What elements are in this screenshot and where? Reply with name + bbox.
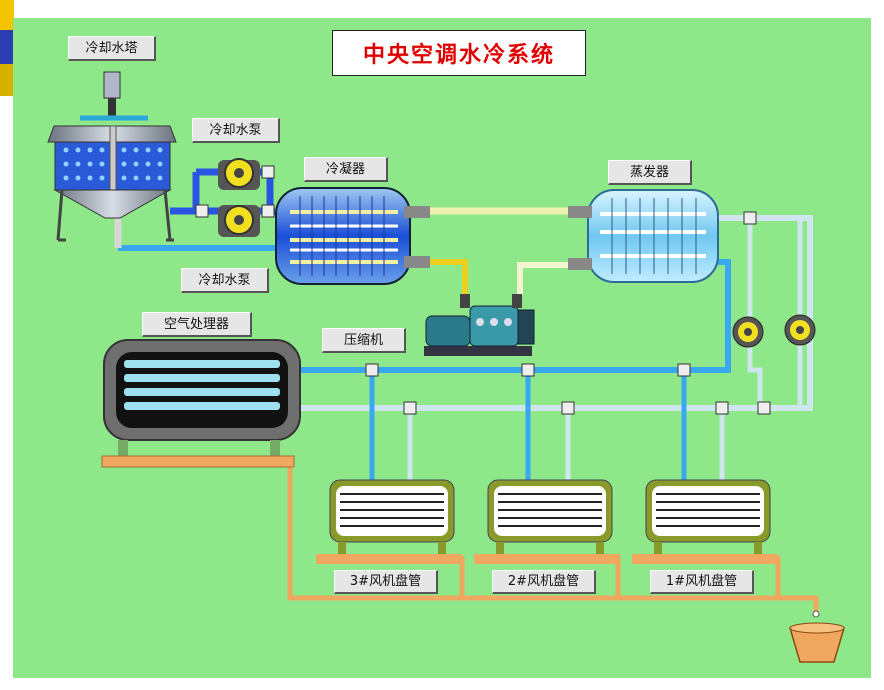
chilled-water-pipes xyxy=(298,215,813,482)
page-title: 中央空调水冷系统 xyxy=(332,30,586,76)
label-cooling-pump-top: 冷却水泵 xyxy=(192,118,280,143)
fan-coil-2 xyxy=(474,479,620,564)
label-air-handler: 空气处理器 xyxy=(142,312,252,337)
label-evaporator: 蒸发器 xyxy=(608,160,692,185)
refrigerant-pipes xyxy=(410,207,590,295)
label-cooling-tower: 冷却水塔 xyxy=(68,36,156,61)
cooling-pump-bottom xyxy=(218,205,260,237)
cooling-tower xyxy=(47,71,177,242)
label-condenser: 冷凝器 xyxy=(304,157,388,182)
corner-accent xyxy=(0,0,14,96)
chilled-pump-left xyxy=(732,316,764,348)
label-fan-coil-2: 2#风机盘管 xyxy=(492,570,596,594)
label-compressor: 压缩机 xyxy=(322,328,406,353)
fan-coil-3 xyxy=(316,479,462,564)
chilled-pump-right xyxy=(784,314,816,346)
cooling-pump-top xyxy=(218,158,260,190)
valve-markers xyxy=(195,165,771,415)
compressor-unit xyxy=(424,294,535,356)
air-handler-unit xyxy=(101,339,301,468)
label-fan-coil-1: 1#风机盘管 xyxy=(650,570,754,594)
label-cooling-pump-bottom: 冷却水泵 xyxy=(181,268,269,293)
label-fan-coil-3: 3#风机盘管 xyxy=(334,570,438,594)
evaporator-tank xyxy=(568,189,719,283)
drain-bucket xyxy=(788,610,846,663)
condenser-tank xyxy=(275,187,430,285)
fan-coil-1 xyxy=(632,479,778,564)
